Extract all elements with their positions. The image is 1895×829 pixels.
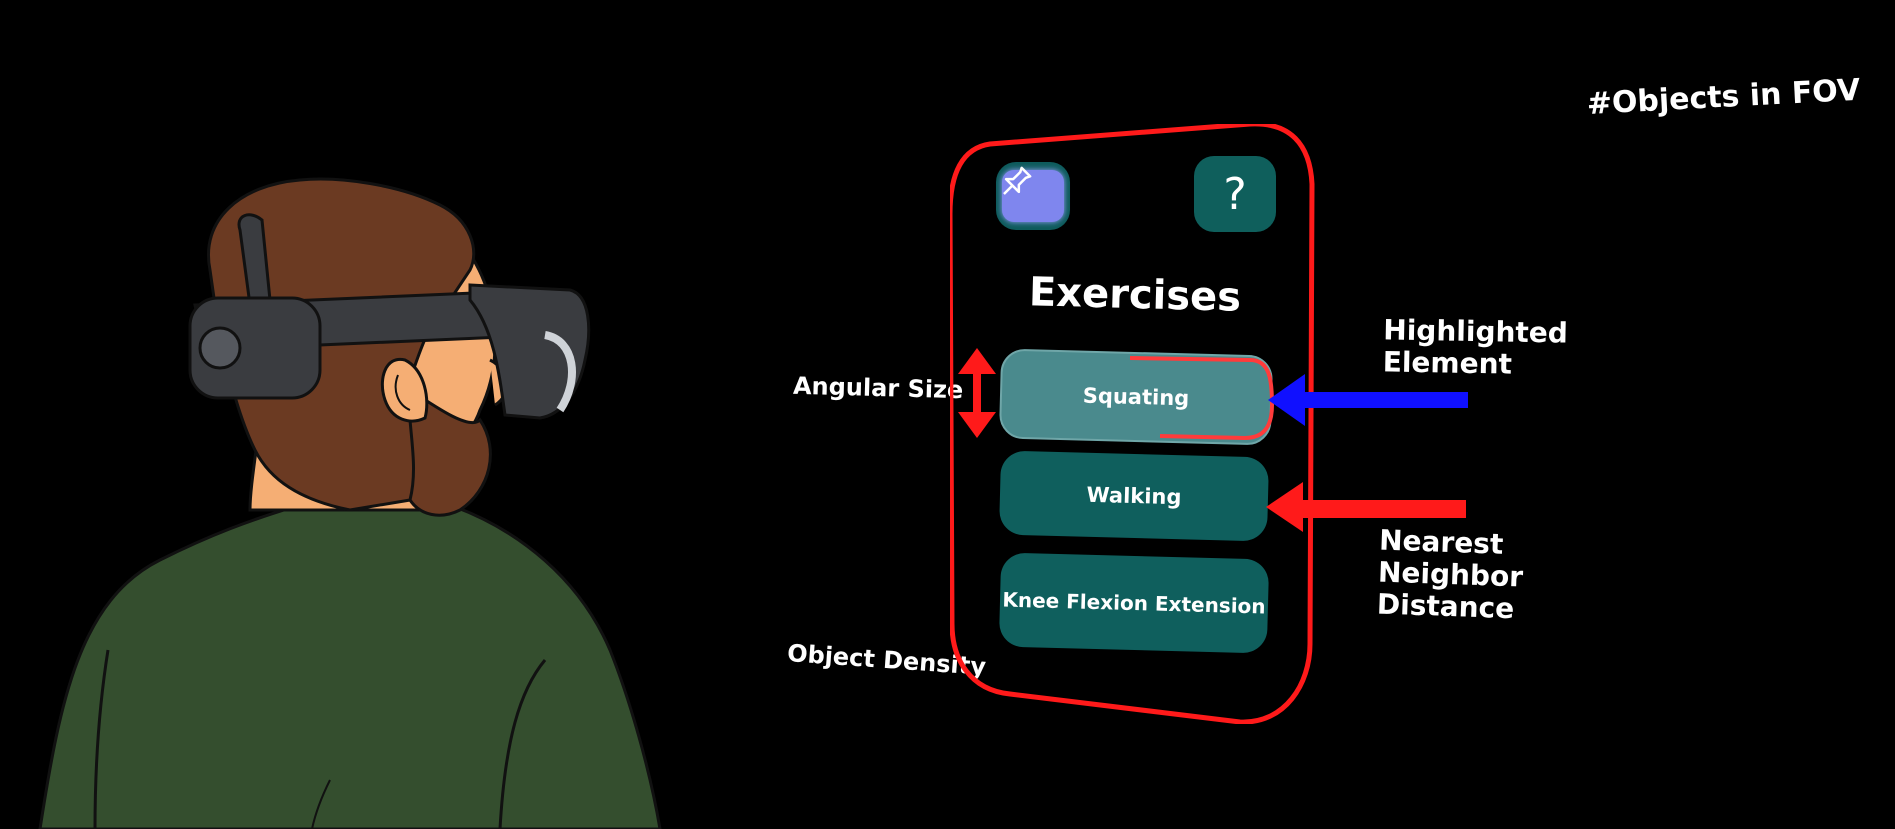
headset-strap	[237, 213, 272, 307]
exercise-panel: ? Exercises Squating Walking Knee Flexio…	[950, 124, 1340, 724]
pushpin-icon	[1003, 166, 1032, 195]
headset-rear-pad	[188, 296, 322, 400]
help-button[interactable]: ?	[1194, 156, 1276, 232]
highlighted-element-arrow	[1268, 374, 1468, 426]
ear	[380, 357, 429, 423]
pin-button-face	[1002, 166, 1064, 222]
nearest-neighbor-arrow	[1266, 482, 1466, 532]
pin-button[interactable]	[996, 162, 1070, 230]
panel-frame	[950, 124, 1315, 724]
highlight-outline	[1129, 356, 1275, 441]
angular-size-arrow	[958, 348, 996, 438]
